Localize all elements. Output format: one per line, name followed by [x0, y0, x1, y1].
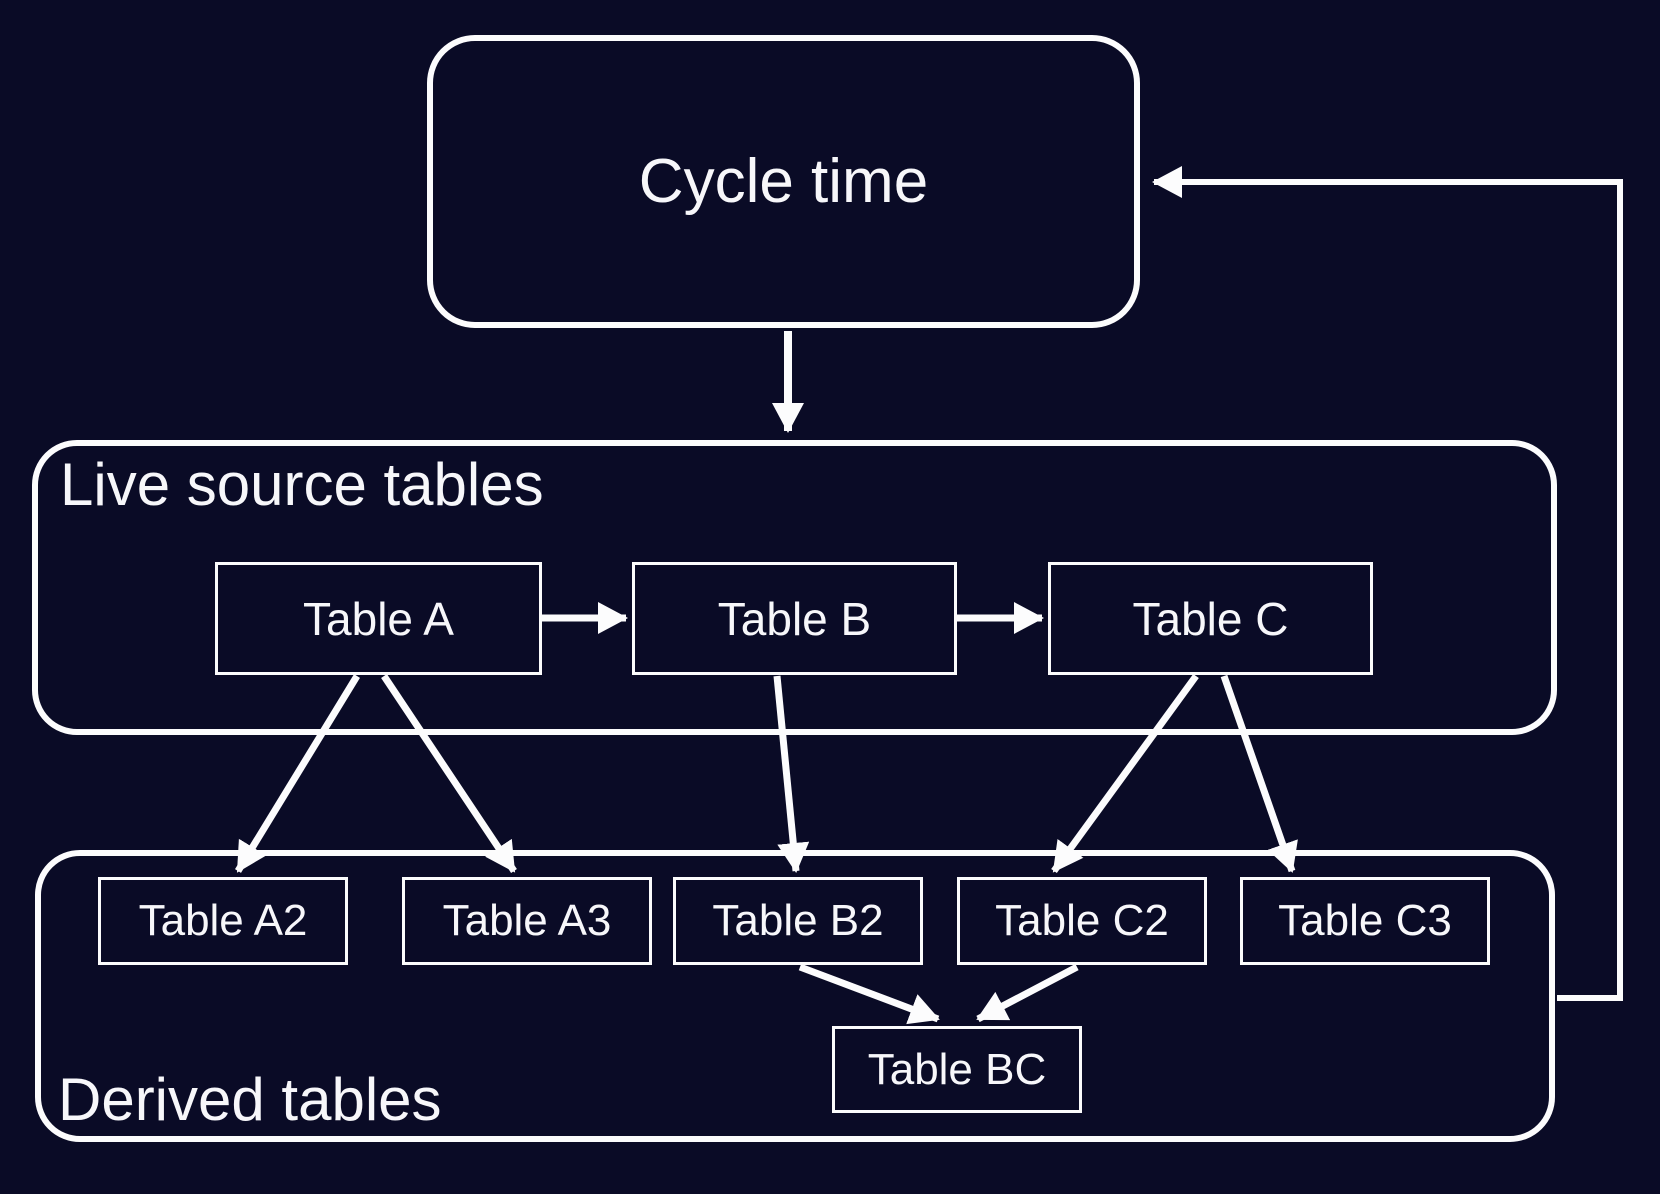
arrow-tableC-to-tableC2 — [1051, 673, 1199, 874]
table-a2-label: Table A2 — [138, 896, 308, 945]
table-b2-box: Table B2 — [673, 877, 923, 965]
table-a3-label: Table A3 — [442, 896, 612, 945]
table-c2-box: Table C2 — [957, 877, 1207, 965]
derived-tables-container — [35, 850, 1555, 1142]
table-c-box: Table C — [1048, 562, 1373, 675]
table-bc-label: Table BC — [867, 1044, 1047, 1094]
arrow-tableC2-to-tableBC — [976, 963, 1079, 1023]
live-source-tables-label: Live source tables — [60, 451, 544, 518]
cycle-time-box: Cycle time — [427, 35, 1140, 328]
arrow-tableC-to-tableC3 — [1220, 674, 1298, 873]
table-b-box: Table B — [632, 562, 957, 675]
arrow-tableA-to-tableA3 — [381, 674, 517, 873]
table-c2-label: Table C2 — [995, 896, 1169, 945]
arrow-tableA-to-tableA2 — [235, 674, 360, 873]
arrow-feedback-derived-to-cycle — [1152, 166, 1623, 1001]
cycle-time-label: Cycle time — [638, 147, 929, 216]
table-c-label: Table C — [1132, 592, 1289, 645]
table-b2-label: Table B2 — [712, 896, 884, 945]
derived-tables-label: Derived tables — [58, 1066, 442, 1133]
table-a3-box: Table A3 — [402, 877, 652, 965]
arrow-tableB-to-tableB2 — [773, 675, 810, 873]
arrow-tableB2-to-tableBC — [798, 963, 940, 1025]
table-b-label: Table B — [717, 592, 872, 645]
table-a2-box: Table A2 — [98, 877, 348, 965]
table-bc-box: Table BC — [832, 1026, 1082, 1113]
table-c3-label: Table C3 — [1278, 896, 1452, 945]
table-a-label: Table A — [303, 592, 454, 645]
table-a-box: Table A — [215, 562, 542, 675]
table-c3-box: Table C3 — [1240, 877, 1490, 965]
live-source-tables-container — [32, 440, 1557, 735]
